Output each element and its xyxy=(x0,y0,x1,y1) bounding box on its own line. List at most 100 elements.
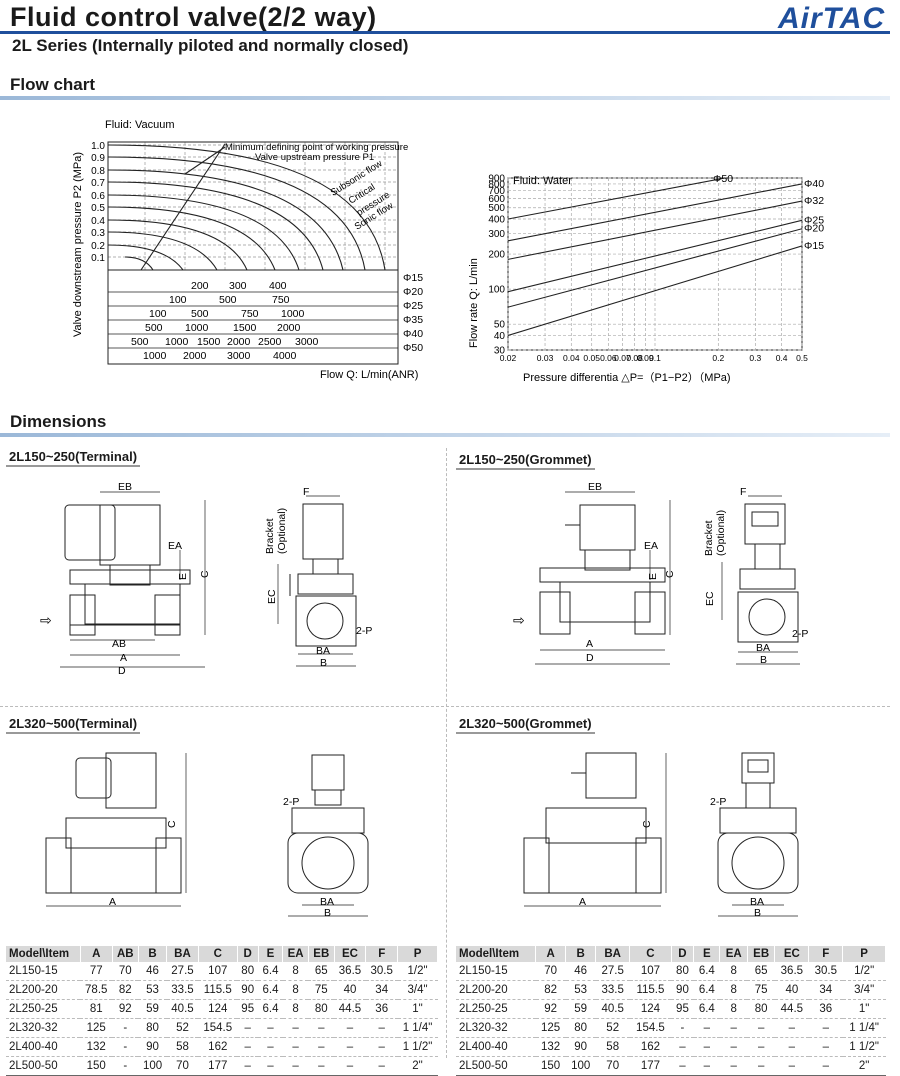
table-cell: 33.5 xyxy=(595,980,630,1000)
valve-drawing-large-terminal-front: A C xyxy=(45,752,187,908)
table-cell: – xyxy=(719,1056,748,1076)
water-series-label: Φ40 xyxy=(804,178,824,190)
table-cell: 70 xyxy=(166,1056,199,1076)
table-cell: 107 xyxy=(629,962,672,981)
table-cell: 6.4 xyxy=(258,962,283,981)
dim-label-2p: 2-P xyxy=(792,628,808,640)
table-cell: – xyxy=(774,1056,809,1076)
vacuum-ytick: 1.0 xyxy=(91,141,105,152)
valve-drawing-terminal-front: EB EA E C AB A D ⇨ xyxy=(40,481,211,675)
table-cell: – xyxy=(747,1037,775,1057)
water-y-tick: 50 xyxy=(494,320,506,331)
valve-drawing-grommet-front: EB EA E C A D ⇨ xyxy=(513,481,676,665)
table-cell: 150 xyxy=(535,1056,566,1076)
model-cell: 2L250-25 xyxy=(456,999,536,1019)
dim-label-e: E xyxy=(647,573,659,580)
valve-drawing-grommet-side: F Bracket (Optional) EC 2-P BA B xyxy=(703,486,808,666)
table-cell: – xyxy=(282,1018,309,1038)
dim-label-d: D xyxy=(118,665,126,675)
table-cell: 150 xyxy=(80,1056,113,1076)
table-cell: 6.4 xyxy=(693,999,720,1019)
table-cell: 34 xyxy=(808,980,843,1000)
scale-tick: 1500 xyxy=(233,322,257,334)
table-cell: 1" xyxy=(842,999,886,1019)
page-subtitle: 2L Series (Internally piloted and normal… xyxy=(12,36,409,55)
scale-label: Φ20 xyxy=(403,286,423,298)
table-cell: 95 xyxy=(237,999,259,1019)
table-cell: – xyxy=(774,1037,809,1057)
table-cell: 77 xyxy=(80,962,113,981)
dim-label-2p: 2-P xyxy=(356,625,372,637)
table-cell: – xyxy=(774,1018,809,1038)
table-cell: 44.5 xyxy=(774,999,809,1019)
scale-tick: 2000 xyxy=(183,350,207,362)
scale-tick: 300 xyxy=(229,280,247,292)
water-y-tick: 200 xyxy=(488,250,505,261)
table-header-cell: EB xyxy=(747,946,776,962)
scale-tick: 750 xyxy=(241,308,259,320)
scale-tick: 400 xyxy=(269,280,287,292)
scale-label: Φ15 xyxy=(403,272,423,284)
dim-label-a: A xyxy=(586,638,593,650)
table-header-cell: F xyxy=(808,946,844,962)
table-cell: – xyxy=(334,1018,366,1038)
table-cell: 27.5 xyxy=(595,962,630,981)
vacuum-y-ticks: 1.0 0.9 0.8 0.7 0.6 0.5 0.4 0.3 0.2 0.1 xyxy=(91,141,105,264)
page-title: Fluid control valve(2/2 way) xyxy=(10,2,377,32)
table-header-cell: Model\Item xyxy=(6,946,81,962)
table-cell: 2" xyxy=(842,1056,886,1076)
table-cell: - xyxy=(112,1056,139,1076)
table-cell: – xyxy=(282,1037,309,1057)
table-cell: – xyxy=(719,1018,748,1038)
scale-tick: 1000 xyxy=(185,322,209,334)
scale-tick: 3000 xyxy=(227,350,251,362)
water-y-tick: 30 xyxy=(494,346,506,357)
scale-tick: 1000 xyxy=(143,350,167,362)
table-header-cell: E xyxy=(693,946,721,962)
water-x-tick: 0.5 xyxy=(796,353,808,363)
model-cell: 2L500-50 xyxy=(456,1056,536,1076)
water-series-line xyxy=(508,183,802,242)
vacuum-flow-chart: Fluid: Vacuum Valve downstream pressure … xyxy=(72,119,423,381)
table-header-cell: EC xyxy=(334,946,367,962)
table-cell: 80 xyxy=(671,962,694,981)
table-cell: 59 xyxy=(138,999,167,1019)
scale-tick: 2000 xyxy=(277,322,301,334)
table-cell: 65 xyxy=(308,962,335,981)
table-cell: 40.5 xyxy=(166,999,199,1019)
table-cell: 8 xyxy=(282,999,309,1019)
water-x-tick: 0.4 xyxy=(776,353,788,363)
model-cell: 2L200-20 xyxy=(456,980,536,1000)
table-cell: 107 xyxy=(198,962,238,981)
water-series-label: Φ25 xyxy=(804,214,824,226)
table-cell: 75 xyxy=(308,980,335,1000)
valve-drawing-terminal-side: F Bracket (Optional) EC 2-P BA B xyxy=(264,486,372,669)
valve-drawing-large-grommet-front: A C xyxy=(523,752,667,908)
model-cell: 2L150-15 xyxy=(6,962,81,981)
dim-label-e: E xyxy=(177,573,189,580)
table-cell: 40.5 xyxy=(595,999,630,1019)
scale-tick: 1000 xyxy=(165,336,189,348)
table-cell: – xyxy=(808,1056,843,1076)
table-cell: 3/4" xyxy=(397,980,438,1000)
table-cell: 90 xyxy=(671,980,694,1000)
table-cell: 34 xyxy=(365,980,398,1000)
table-cell: 44.5 xyxy=(334,999,366,1019)
water-series-line xyxy=(508,219,802,293)
table-cell: 8 xyxy=(719,980,748,1000)
bracket-optional-label: (Optional) xyxy=(715,510,727,556)
water-y-axis-label: Flow rate Q: L/min xyxy=(468,258,480,348)
table-cell: – xyxy=(258,1056,283,1076)
water-chart-title: Fluid: Water xyxy=(513,175,572,187)
table-cell: 125 xyxy=(80,1018,113,1038)
table-cell: 82 xyxy=(112,980,139,1000)
dim-label-ab: AB xyxy=(112,638,126,650)
table-header-cell: B xyxy=(565,946,597,962)
table-cell: 90 xyxy=(565,1037,596,1057)
dim-label-ea: EA xyxy=(644,540,658,552)
table-cell: – xyxy=(693,1056,720,1076)
model-cell: 2L320-32 xyxy=(6,1018,81,1038)
